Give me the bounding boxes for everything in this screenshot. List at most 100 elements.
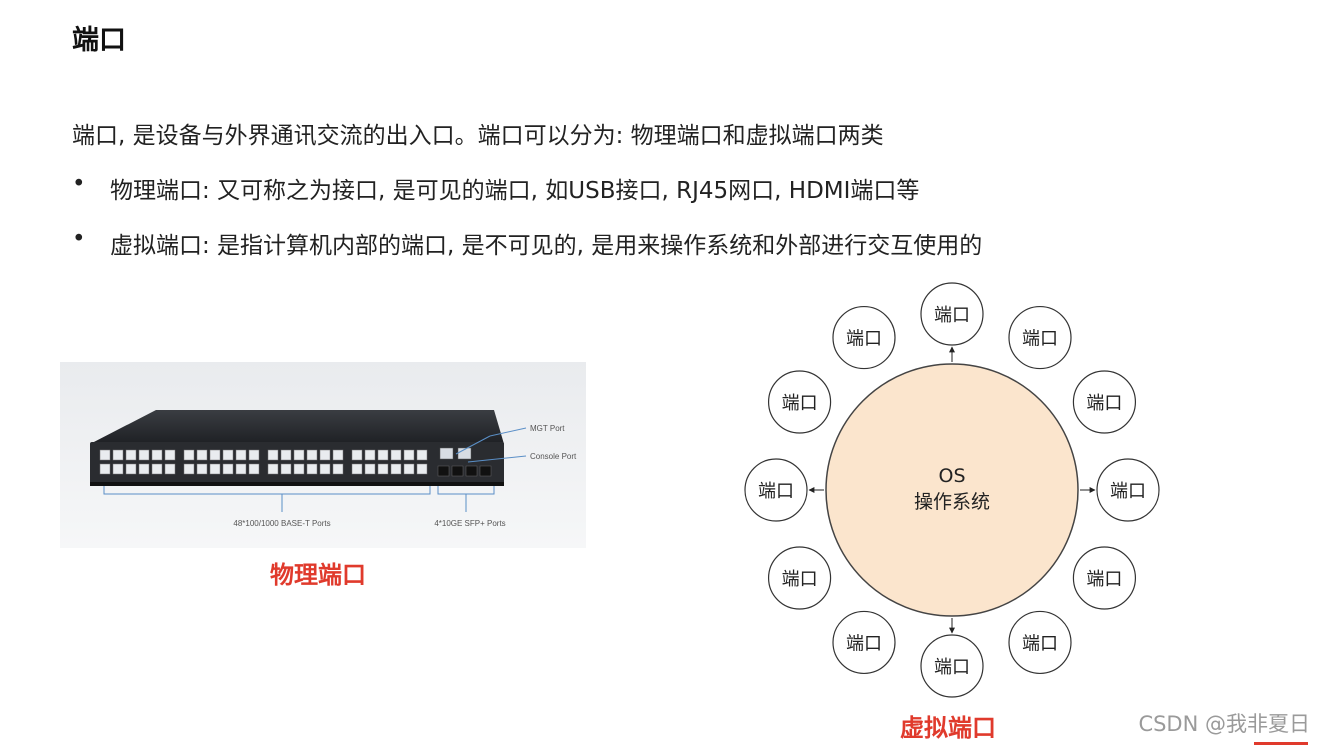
rj45-port: [267, 449, 279, 461]
port-node-label: 端口: [846, 329, 882, 350]
port-node-circle: [832, 610, 896, 675]
rj45-port: [151, 463, 163, 475]
rj45-port: [377, 449, 389, 461]
rj45-port: [248, 463, 260, 475]
rj45-port: [351, 449, 363, 461]
rj45-port: [209, 449, 221, 461]
rj45-port: [125, 449, 137, 461]
port-node-circle: [1072, 370, 1137, 434]
rj45-port: [267, 463, 279, 475]
rj45-port: [138, 449, 150, 461]
base-t-ports-label: 48*100/1000 BASE-T Ports: [233, 519, 330, 528]
sfp-port: [451, 465, 464, 477]
port-node-label: 端口: [782, 569, 818, 590]
sfp-port: [479, 465, 492, 477]
rj45-port: [351, 463, 363, 475]
port-node-label: 端口: [846, 633, 882, 654]
port-node-label: 端口: [758, 481, 794, 502]
rj45-port: [293, 449, 305, 461]
os-subtitle: 操作系统: [914, 491, 990, 513]
sfp-port: [437, 465, 450, 477]
page-title: 端口: [72, 25, 126, 56]
rj45-port: [364, 463, 376, 475]
virtual-port-caption: 虚拟端口: [900, 714, 996, 742]
csdn-watermark: CSDN @我非夏日: [1138, 712, 1310, 736]
port-node-circle: [767, 546, 832, 610]
port-node-label: 端口: [934, 305, 970, 326]
rj45-port: [332, 463, 344, 475]
rj45-port: [164, 449, 176, 461]
rj45-port: [112, 449, 124, 461]
bullet-dot: •: [72, 171, 86, 197]
port-node-label: 端口: [782, 393, 818, 414]
network-switch-image: MGT Port Console Port 48*100/1000 BASE-T…: [60, 362, 586, 548]
port-node-circle: [1008, 305, 1072, 370]
port-node-circle: [920, 282, 984, 346]
rj45-port: [99, 449, 111, 461]
mgt-port-label: MGT Port: [530, 424, 565, 433]
rj45-port: [112, 463, 124, 475]
port-node-circle: [744, 458, 808, 522]
rj45-port: [364, 449, 376, 461]
rj45-port: [280, 463, 292, 475]
os-circle: [825, 363, 1079, 617]
port-node-circle: [1072, 546, 1137, 610]
bullet-text: 虚拟端口: 是指计算机内部的端口, 是不可见的, 是用来操作系统和外部进行交互使…: [110, 233, 983, 259]
rj45-port: [306, 463, 318, 475]
bullet-physical-port: • 物理端口: 又可称之为接口, 是可见的端口, 如USB接口, RJ45网口,…: [72, 171, 919, 205]
rj45-port-group: [99, 449, 428, 475]
port-node-circle: [767, 370, 832, 434]
rj45-port: [280, 449, 292, 461]
port-node-circle: [1096, 458, 1160, 522]
port-node-circle: [1008, 610, 1072, 675]
rj45-port: [222, 449, 234, 461]
bullet-text: 物理端口: 又可称之为接口, 是可见的端口, 如USB接口, RJ45网口, H…: [110, 178, 920, 204]
rj45-port: [222, 463, 234, 475]
switch-chassis-top: [90, 410, 504, 444]
rj45-port: [293, 463, 305, 475]
rj45-port: [209, 463, 221, 475]
rj45-port: [138, 463, 150, 475]
port-node-label: 端口: [1086, 569, 1122, 590]
sfp-port: [465, 465, 478, 477]
port-node-circle: [920, 634, 984, 698]
rj45-port: [416, 449, 428, 461]
port-node-label: 端口: [1110, 481, 1146, 502]
rj45-port: [403, 463, 415, 475]
mgt-port: [439, 447, 454, 460]
console-port-label: Console Port: [530, 452, 577, 461]
port-node-circle: [832, 305, 896, 370]
rj45-port: [332, 449, 344, 461]
rj45-port: [390, 463, 402, 475]
rj45-port: [125, 463, 137, 475]
rj45-port: [403, 449, 415, 461]
rj45-port: [196, 449, 208, 461]
port-node-label: 端口: [934, 657, 970, 678]
rj45-port: [319, 449, 331, 461]
bullet-virtual-port: • 虚拟端口: 是指计算机内部的端口, 是不可见的, 是用来操作系统和外部进行交…: [72, 226, 982, 260]
rj45-port: [235, 463, 247, 475]
rj45-port: [248, 449, 260, 461]
rj45-port: [416, 463, 428, 475]
sfp-ports-label: 4*10GE SFP+ Ports: [434, 519, 505, 528]
rj45-port: [319, 463, 331, 475]
rj45-port: [99, 463, 111, 475]
rj45-port: [151, 449, 163, 461]
rj45-port: [235, 449, 247, 461]
rj45-port: [306, 449, 318, 461]
rj45-port: [183, 449, 195, 461]
intro-paragraph: 端口, 是设备与外界通讯交流的出入口。端口可以分为: 物理端口和虚拟端口两类: [72, 123, 884, 149]
port-node-label: 端口: [1022, 329, 1058, 350]
accent-line: [1254, 742, 1308, 745]
rj45-port: [390, 449, 402, 461]
port-node-label: 端口: [1086, 393, 1122, 414]
port-node-label: 端口: [1022, 633, 1058, 654]
rj45-port: [183, 463, 195, 475]
rj45-port: [196, 463, 208, 475]
rj45-port: [377, 463, 389, 475]
physical-port-caption: 物理端口: [270, 561, 366, 589]
os-label: OS: [938, 465, 965, 487]
rj45-port: [164, 463, 176, 475]
bullet-dot: •: [72, 226, 86, 252]
